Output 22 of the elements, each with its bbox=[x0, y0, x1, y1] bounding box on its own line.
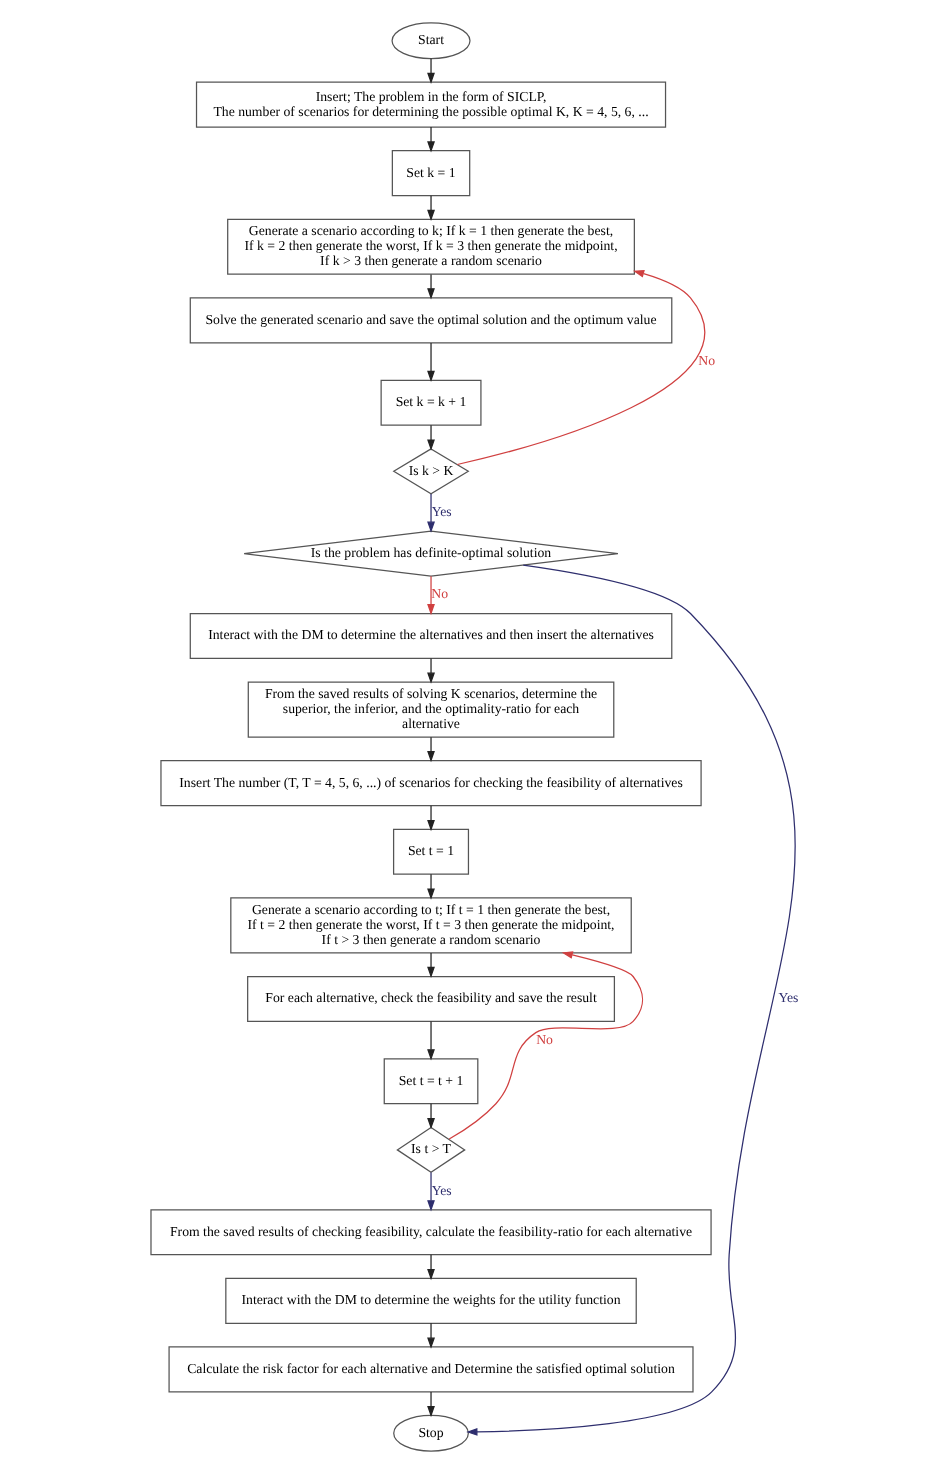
arrow bbox=[426, 342, 434, 382]
arrow bbox=[426, 424, 434, 451]
arrow bbox=[455, 269, 704, 466]
arrow bbox=[426, 952, 434, 978]
arrow bbox=[426, 273, 434, 300]
arrow bbox=[426, 1254, 434, 1281]
arrow bbox=[426, 873, 434, 900]
arrow bbox=[426, 1391, 434, 1418]
arrow bbox=[465, 564, 795, 1436]
arrow bbox=[426, 126, 434, 153]
arrow bbox=[426, 1020, 434, 1061]
arrow bbox=[426, 195, 434, 222]
arrow bbox=[426, 57, 434, 84]
arrow bbox=[426, 575, 434, 616]
arrow bbox=[426, 805, 434, 832]
arrow bbox=[426, 736, 434, 763]
arrow bbox=[426, 1171, 434, 1212]
arrow bbox=[426, 1322, 434, 1349]
arrow bbox=[426, 657, 434, 684]
arrow bbox=[426, 493, 434, 533]
arrow bbox=[426, 1103, 434, 1130]
arrow bbox=[447, 951, 643, 1140]
